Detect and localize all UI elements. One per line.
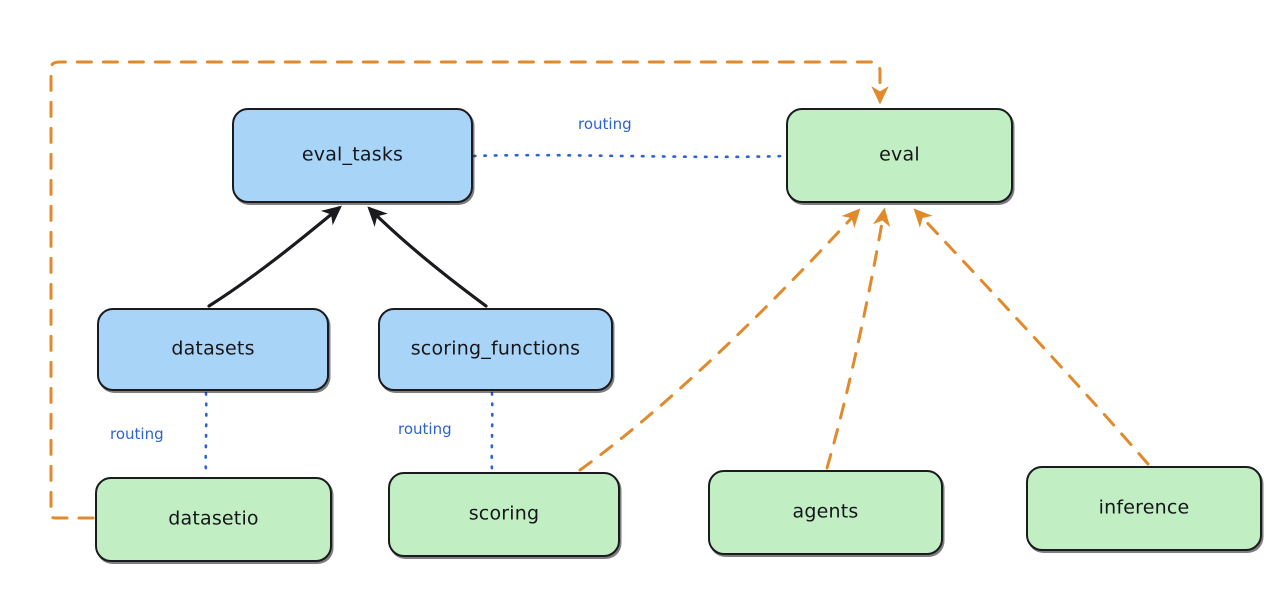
edge-agents-to-eval	[825, 207, 891, 470]
edge-label-routing-scoring-functions-scoring: routing	[398, 420, 452, 438]
node-label: scoring_functions	[410, 337, 581, 360]
node-label: inference	[1098, 496, 1190, 519]
node-agents[interactable]: agents	[708, 470, 943, 555]
edge-label-routing-eval-tasks-eval: routing	[578, 115, 632, 133]
node-label: agents	[792, 500, 859, 523]
edge-scoring-functions-to-scoring	[490, 391, 494, 472]
edge-eval-tasks-to-eval	[472, 153, 786, 159]
node-eval[interactable]: eval	[786, 108, 1013, 203]
node-inference[interactable]: inference	[1026, 466, 1262, 551]
node-eval-tasks[interactable]: eval_tasks	[232, 108, 473, 203]
node-label: scoring	[468, 502, 540, 525]
node-label: datasetio	[168, 507, 259, 530]
edge-scoring-functions-to-eval-tasks	[367, 206, 488, 308]
node-scoring-functions[interactable]: scoring_functions	[378, 308, 613, 391]
node-scoring[interactable]: scoring	[388, 472, 620, 557]
edge-label-routing-datasets-datasetio: routing	[110, 425, 164, 443]
node-label: eval_tasks	[301, 143, 404, 166]
node-datasetio[interactable]: datasetio	[95, 477, 332, 562]
node-label: eval	[879, 143, 920, 166]
edge-scoring-to-eval	[578, 208, 861, 472]
edge-datasets-to-eval-tasks	[207, 205, 342, 308]
node-datasets[interactable]: datasets	[97, 308, 329, 391]
edge-inference-to-eval	[913, 208, 1150, 466]
edge-datasets-to-datasetio	[204, 391, 208, 477]
node-label: datasets	[171, 337, 255, 360]
